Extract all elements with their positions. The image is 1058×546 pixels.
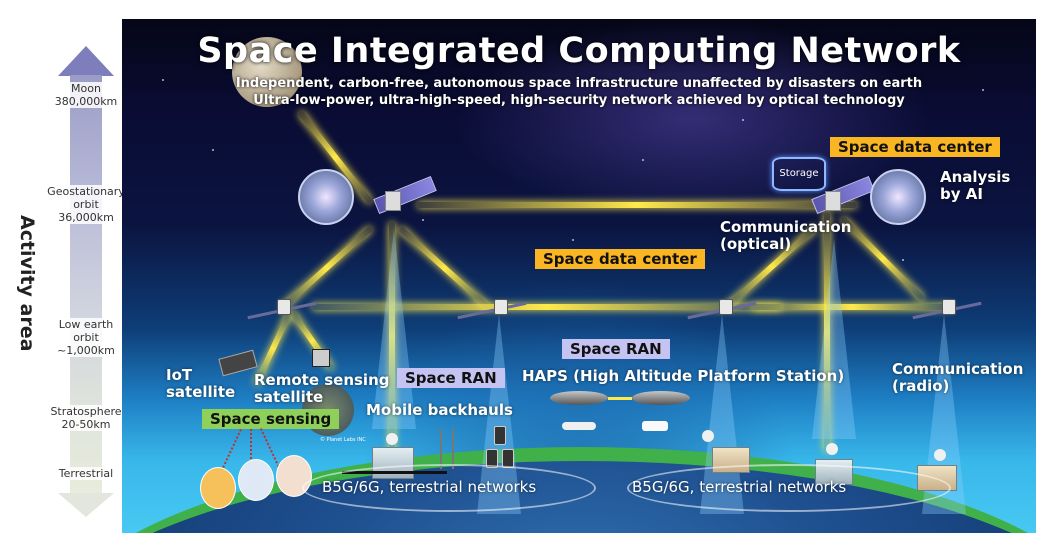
subtitle-1: Independent, carbon-free, autonomous spa… xyxy=(235,76,923,91)
airplane-icon xyxy=(562,422,596,430)
sensing-link xyxy=(250,429,252,479)
remote-line-2: satellite xyxy=(254,388,324,406)
level-altitude: 36,000km xyxy=(58,211,114,224)
subtitle-2: Ultra-low-power, ultra-high-speed, high-… xyxy=(253,93,905,108)
terrestrial-network-label: B5G/6G, terrestrial networks xyxy=(322,478,537,496)
level-altitude: 20-50km xyxy=(61,418,111,431)
space-ran-tag: Space RAN xyxy=(562,339,670,359)
analysis-ai-label: Analysis by AI xyxy=(940,169,1020,203)
haps-airship-icon xyxy=(550,391,608,405)
image-credit: © Planet Labs INC xyxy=(320,437,366,443)
geo-satellite-body xyxy=(385,191,401,211)
comm-optical-label: Communication (optical) xyxy=(720,219,851,253)
optical-link xyxy=(279,225,374,311)
antenna-dish-icon xyxy=(934,449,946,461)
star xyxy=(212,149,214,151)
level-name: Low earth orbit xyxy=(58,318,114,344)
page-title: Space Integrated Computing Network xyxy=(197,31,961,71)
iot-line-1: IoT xyxy=(166,366,193,384)
comm-radio-line-2: (radio) xyxy=(892,377,950,395)
antenna-dish-icon xyxy=(826,443,838,455)
optical-link-geo xyxy=(417,202,857,208)
geo-satellite-icon xyxy=(373,175,437,215)
terrestrial-network-ring xyxy=(302,464,596,512)
ai-brain-icon xyxy=(870,169,926,225)
leo-satellite-body xyxy=(942,299,956,315)
star xyxy=(982,89,984,91)
comm-optical-line-2: (optical) xyxy=(720,235,792,253)
moon-icon xyxy=(232,37,302,107)
level-altitude: ~1,000km xyxy=(57,344,115,357)
haps-label: HAPS (High Altitude Platform Station) xyxy=(522,367,845,385)
level-leo: Low earth orbit ~1,000km xyxy=(36,318,136,357)
activity-area-label: Activity area xyxy=(16,215,38,352)
level-geo: Geostationary orbit 36,000km xyxy=(36,185,136,224)
iot-satellite-label: IoT satellite xyxy=(166,367,235,401)
space-data-center-tag: Space data center xyxy=(535,249,705,269)
iot-line-2: satellite xyxy=(166,383,236,401)
terrestrial-network-label: B5G/6G, terrestrial networks xyxy=(632,478,847,496)
space-ran-tag: Space RAN xyxy=(397,368,505,388)
level-altitude: 380,000km xyxy=(54,95,118,108)
level-moon: Moon 380,000km xyxy=(36,82,136,108)
star xyxy=(162,79,164,81)
level-name: Stratosphere xyxy=(50,405,122,418)
space-data-center-tag: Space data center xyxy=(830,137,1000,157)
optical-link-leo xyxy=(312,304,782,310)
analysis-ai-text: Analysis by AI xyxy=(940,168,1011,203)
smartphone-icon xyxy=(494,426,506,445)
antenna-dish-icon xyxy=(386,433,398,445)
arrow-up-icon xyxy=(58,46,114,76)
remote-sensing-label: Remote sensing satellite xyxy=(254,372,390,406)
geo-satellite-body xyxy=(825,191,841,211)
storage-icon: Storage xyxy=(772,157,826,191)
level-name: Geostationary orbit xyxy=(47,185,125,211)
comm-radio-label: Communication (radio) xyxy=(892,361,1023,395)
comm-radio-line-1: Communication xyxy=(892,360,1024,378)
star xyxy=(422,219,424,221)
haps-airship-icon xyxy=(632,391,690,405)
altitude-arrow-shaft xyxy=(70,75,102,495)
level-name: Moon xyxy=(71,82,101,95)
tractor-icon xyxy=(200,467,236,509)
star xyxy=(902,259,904,261)
space-sensing-tag: Space sensing xyxy=(202,409,340,429)
network-diagram: Space Integrated Computing Network Indep… xyxy=(122,19,1036,533)
wind-turbine-icon xyxy=(238,459,274,501)
level-terrestrial: Terrestrial xyxy=(36,467,136,480)
activity-area-scale: Activity area Moon 380,000km Geostationa… xyxy=(0,0,136,546)
level-stratosphere: Stratosphere 20-50km xyxy=(36,405,136,431)
comm-optical-line-1: Communication xyxy=(720,218,852,236)
antenna-dish-icon xyxy=(702,430,714,442)
star xyxy=(642,159,644,161)
leo-satellite-body xyxy=(719,299,733,315)
cell-tower-icon xyxy=(440,429,454,469)
haps-link xyxy=(608,397,632,400)
remote-line-1: Remote sensing xyxy=(254,371,390,389)
leo-satellite-body xyxy=(277,299,291,315)
remote-sensing-satellite-icon xyxy=(312,349,330,367)
leo-satellite-body xyxy=(494,299,508,315)
arrow-down-icon xyxy=(58,493,114,517)
radio-beam xyxy=(812,239,856,439)
drone-icon xyxy=(642,421,668,431)
mobile-backhauls-label: Mobile backhauls xyxy=(366,401,513,419)
optical-link-leo xyxy=(752,304,952,310)
radio-beam xyxy=(372,229,416,429)
terrestrial-network-ring xyxy=(627,464,951,512)
level-name: Terrestrial xyxy=(58,467,114,480)
star xyxy=(572,239,574,241)
ai-brain-icon xyxy=(298,169,354,225)
star xyxy=(742,119,744,121)
